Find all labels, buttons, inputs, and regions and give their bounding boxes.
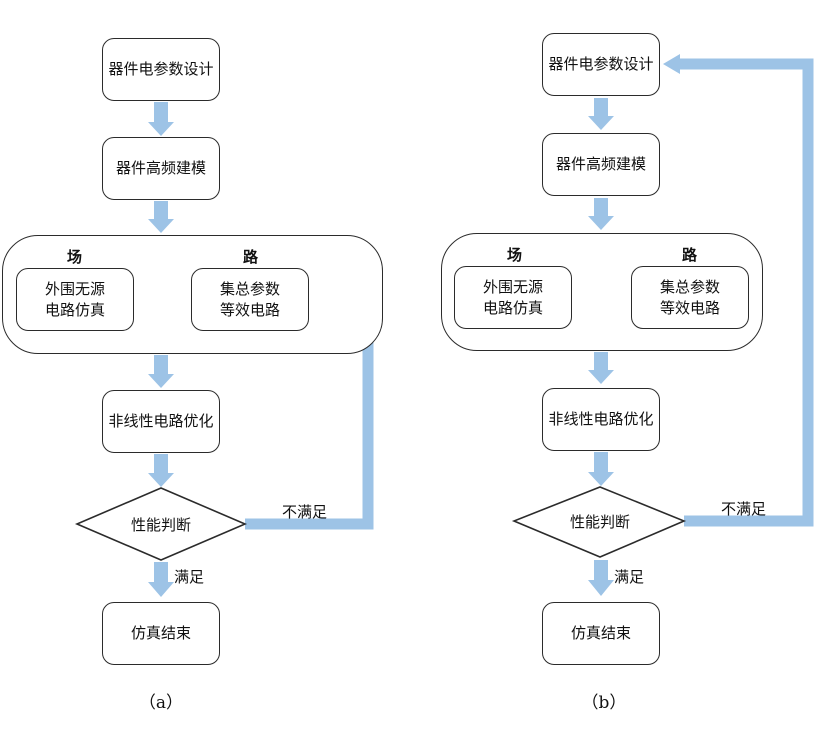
arrow-b-5 (588, 560, 614, 596)
device-parameter-design-box-a: 器件电参数设计 (102, 38, 220, 101)
feedback-arrow-b (663, 54, 814, 527)
arrow-a-4 (148, 454, 174, 487)
field-simulation-box-a: 外围无源 电路仿真 (16, 268, 134, 331)
simulation-end-label-a: 仿真结束 (130, 624, 191, 642)
diagram-b-connectors (511, 54, 814, 596)
arrow-b-2 (588, 198, 614, 230)
decision-label-a: 性能判断 (130, 516, 191, 534)
arrow-b-4 (588, 452, 614, 486)
road-label-b: 路 (682, 246, 698, 264)
nonlinear-optimization-label-a: 非线性电路优化 (108, 412, 214, 430)
field-simulation-line2-a: 电路仿真 (44, 300, 105, 319)
arrow-a-3 (148, 355, 174, 388)
lumped-circuit-line2-b: 等效电路 (659, 298, 720, 317)
field-simulation-line1-a: 外围无源 (44, 279, 105, 298)
field-simulation-line1-b: 外围无源 (482, 277, 543, 296)
device-hf-model-label-b: 器件高频建模 (555, 155, 646, 173)
arrow-a-1 (148, 102, 174, 136)
arrow-b-1 (588, 98, 614, 130)
simulation-end-box-a: 仿真结束 (102, 602, 220, 665)
satisfied-label-a: 满足 (174, 568, 205, 586)
lumped-circuit-line1-b: 集总参数 (659, 277, 720, 296)
arrow-a-2 (148, 201, 174, 233)
nonlinear-optimization-box-a: 非线性电路优化 (102, 390, 220, 453)
nonlinear-optimization-box-b: 非线性电路优化 (542, 388, 660, 451)
decision-diamond-a (74, 487, 248, 561)
nonlinear-optimization-label-b: 非线性电路优化 (548, 410, 654, 428)
not-satisfied-label-a: 不满足 (282, 503, 328, 521)
field-label-a: 场 (67, 248, 83, 266)
field-label-b: 场 (507, 246, 523, 264)
device-hf-model-label-a: 器件高频建模 (115, 159, 206, 177)
decision-label-b: 性能判断 (569, 513, 630, 531)
lumped-circuit-line1-a: 集总参数 (219, 279, 280, 298)
lumped-circuit-box-b: 集总参数 等效电路 (631, 266, 749, 329)
arrow-b-3 (588, 352, 614, 384)
caption-a: （a） (138, 693, 184, 713)
device-parameter-design-box-b: 器件电参数设计 (542, 33, 660, 96)
decision-diamond-b (511, 486, 687, 558)
arrow-a-5 (148, 562, 174, 597)
lumped-circuit-line2-a: 等效电路 (219, 300, 280, 319)
field-simulation-box-b: 外围无源 电路仿真 (454, 266, 572, 329)
satisfied-label-b: 满足 (614, 568, 645, 586)
device-parameter-design-label-b: 器件电参数设计 (548, 55, 654, 73)
road-label-a: 路 (243, 248, 259, 266)
field-simulation-line2-b: 电路仿真 (482, 298, 543, 317)
device-hf-model-box-b: 器件高频建模 (542, 133, 660, 196)
lumped-circuit-box-a: 集总参数 等效电路 (191, 268, 309, 331)
device-parameter-design-label-a: 器件电参数设计 (108, 60, 214, 78)
simulation-end-label-b: 仿真结束 (570, 624, 631, 642)
device-hf-model-box-a: 器件高频建模 (102, 137, 220, 200)
simulation-end-box-b: 仿真结束 (542, 602, 660, 665)
caption-b: （b） (581, 693, 627, 713)
not-satisfied-label-b: 不满足 (721, 500, 767, 518)
